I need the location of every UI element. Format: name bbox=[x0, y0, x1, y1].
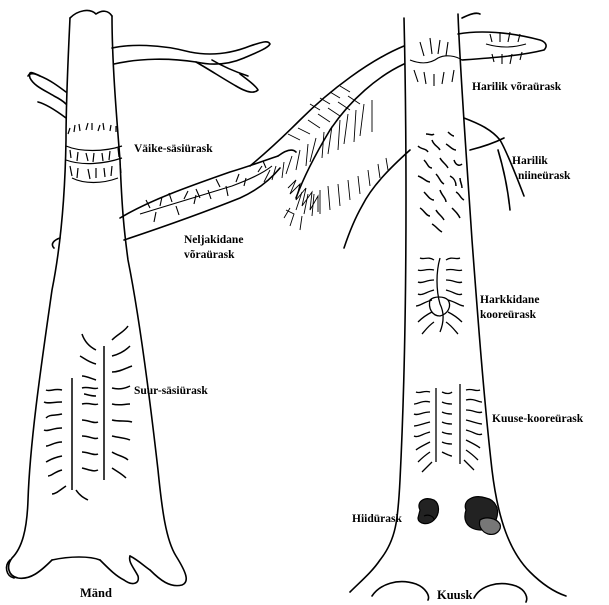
label-hiidurask: Hiidürask bbox=[352, 513, 402, 525]
hiidurask-galleries bbox=[417, 496, 501, 535]
kuuse-kooreurask-galleries bbox=[413, 384, 483, 473]
label-kooreurask: kooreürask bbox=[480, 309, 537, 321]
harkkidane-kooreurask-galleries bbox=[415, 257, 465, 335]
label-harilik-voraurask: Harilik võraürask bbox=[472, 81, 562, 93]
harilik-vorаurask-galleries bbox=[409, 31, 527, 86]
pine-labels: Väike-säsiürask Neljakidane võraürask Su… bbox=[80, 143, 243, 600]
spruce-labels: Harilik võraürask Harilik niineürask Har… bbox=[352, 81, 584, 602]
label-vaike-sasiurask: Väike-säsiürask bbox=[134, 143, 213, 155]
spruce-foliage bbox=[263, 85, 389, 231]
suur-sasiurask-galleries bbox=[43, 325, 133, 501]
pine-tree bbox=[5, 9, 271, 587]
label-harkkidane: Harkkidane bbox=[480, 294, 539, 306]
vaike-sasiurask-galleries bbox=[65, 122, 123, 184]
label-neljakidane: Neljakidane bbox=[184, 234, 243, 246]
label-harilik: Harilik bbox=[512, 155, 548, 167]
pine-branch-galleries bbox=[139, 160, 273, 223]
label-kuuse-kooreurask: Kuuse-kooreürask bbox=[492, 413, 584, 425]
label-suur-sasiurask: Suur-säsiürask bbox=[134, 385, 208, 397]
label-niineurask: niineürask bbox=[518, 170, 571, 182]
label-voraurask: võraürask bbox=[184, 249, 235, 261]
spruce-title: Kuusk bbox=[437, 588, 472, 602]
pine-lower-branch bbox=[119, 149, 297, 241]
spruce-tree bbox=[249, 12, 567, 603]
harilik-niineurask-galleries bbox=[417, 131, 465, 233]
pine-title: Mänd bbox=[80, 586, 112, 600]
